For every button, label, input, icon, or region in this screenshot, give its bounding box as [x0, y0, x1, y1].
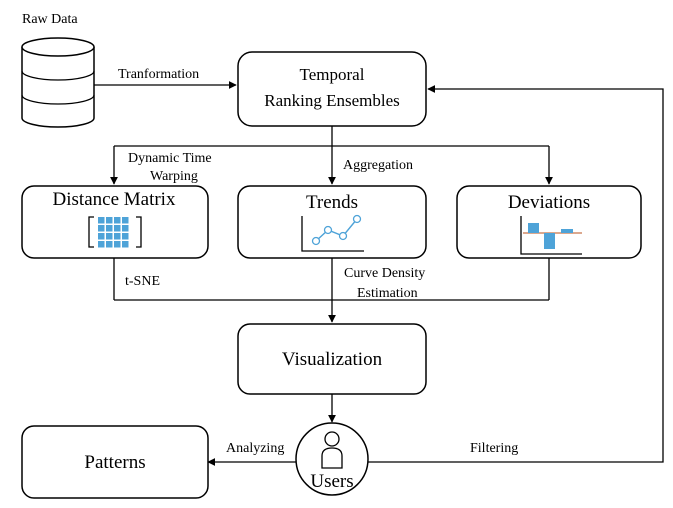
cde-label-line2: Estimation	[357, 286, 418, 301]
users-title: Users	[310, 471, 353, 492]
trends-title: Trends	[306, 192, 358, 213]
matrix-cell	[106, 225, 113, 232]
ensembles-title-line1: Temporal	[300, 65, 365, 84]
matrix-cell	[122, 241, 129, 248]
matrix-cell	[106, 241, 113, 248]
matrix-cell	[114, 217, 121, 224]
visualization-title: Visualization	[282, 349, 383, 370]
visualization-node: Visualization	[237, 323, 427, 395]
distance-matrix-node: Distance Matrix	[21, 185, 209, 259]
dtw-label-line2: Warping	[150, 169, 198, 184]
filtering-feedback-arrow	[368, 85, 664, 463]
raw-data-label: Raw Data	[22, 12, 78, 27]
matrix-cell	[122, 225, 129, 232]
matrix-grid-icon	[88, 216, 142, 248]
deviations-title: Deviations	[508, 192, 590, 213]
matrix-cell	[98, 241, 105, 248]
trends-node: Trends	[237, 185, 427, 259]
filtering-label: Filtering	[470, 441, 518, 456]
trend-line-icon	[301, 214, 364, 252]
aggregation-label: Aggregation	[343, 158, 413, 173]
matrix-cell	[106, 233, 113, 240]
matrix-cell	[114, 241, 121, 248]
matrix-cell	[122, 233, 129, 240]
dtw-label-line1: Dynamic Time	[128, 151, 212, 166]
deviation-bars-icon	[520, 216, 582, 255]
matrix-cell	[122, 217, 129, 224]
matrix-cell	[114, 233, 121, 240]
ensembles-title-line2: Ranking Ensembles	[264, 91, 400, 110]
patterns-node: Patterns	[21, 425, 209, 499]
analyzing-label: Analyzing	[226, 441, 284, 456]
database-icon	[21, 37, 95, 128]
deviations-node: Deviations	[456, 185, 642, 259]
distance-matrix-title: Distance Matrix	[53, 189, 176, 210]
temporal-ranking-ensembles-node: Temporal Ranking Ensembles	[237, 51, 427, 127]
matrix-cell	[98, 217, 105, 224]
users-node: Users	[295, 422, 369, 496]
tsne-label: t-SNE	[125, 274, 160, 289]
patterns-title: Patterns	[84, 452, 145, 473]
transformation-label: Tranformation	[118, 67, 199, 82]
matrix-cell	[114, 225, 121, 232]
cde-label-line1: Curve Density	[344, 266, 425, 281]
matrix-cell	[106, 217, 113, 224]
user-icon	[321, 431, 343, 469]
matrix-cell	[98, 225, 105, 232]
matrix-cell	[98, 233, 105, 240]
